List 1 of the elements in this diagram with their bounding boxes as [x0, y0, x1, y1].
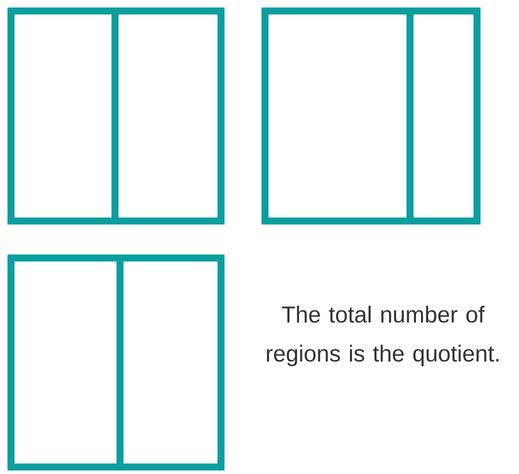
caption-text: The total number of regions is the quotient.: [266, 306, 498, 366]
